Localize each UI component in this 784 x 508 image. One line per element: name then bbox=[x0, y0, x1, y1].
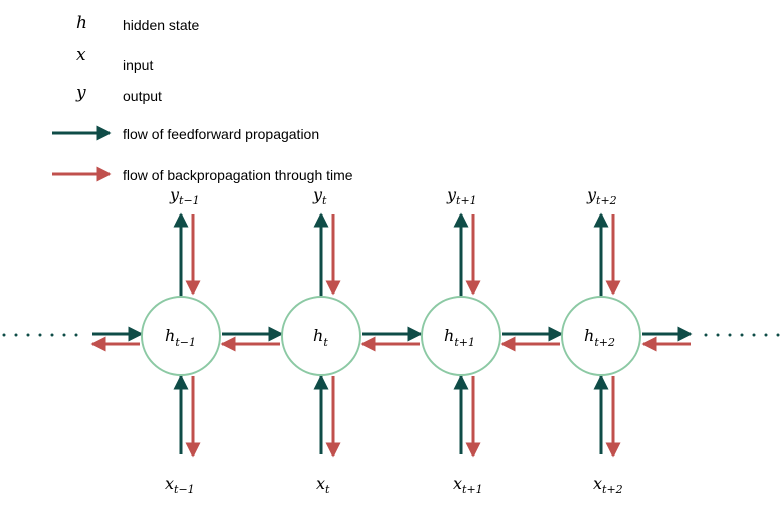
hidden-state-node-2 bbox=[281, 296, 361, 376]
horizontal-arrows bbox=[90, 326, 693, 352]
rnn-cell-3: ht+1 yt+1 xt+1 bbox=[421, 185, 501, 496]
legend-symbol-input: x bbox=[76, 45, 86, 65]
output-label-3: yt+1 bbox=[446, 185, 477, 207]
hidden-label-1: ht−1 bbox=[165, 326, 196, 349]
hidden-label-4: ht+2 bbox=[584, 326, 615, 349]
output-label-1: yt−1 bbox=[169, 185, 200, 207]
hidden-state-node-3 bbox=[421, 296, 501, 376]
legend-label-backprop: flow of backpropagation through time bbox=[123, 167, 353, 183]
input-label-4: xt+2 bbox=[593, 474, 623, 496]
output-label-4: yt+2 bbox=[586, 185, 617, 207]
input-label-1: xt−1 bbox=[165, 474, 195, 496]
legend: h hidden state x input y output flow of … bbox=[52, 13, 353, 183]
legend-label-hidden: hidden state bbox=[123, 17, 199, 33]
legend-label-feedforward: flow of feedforward propagation bbox=[123, 126, 319, 142]
input-label-2: xt bbox=[316, 474, 330, 496]
hidden-label-2: ht bbox=[313, 326, 328, 349]
rnn-cell-1: ht−1 yt−1 xt−1 bbox=[141, 185, 221, 496]
legend-symbol-output: y bbox=[75, 83, 86, 103]
legend-symbol-hidden: h bbox=[76, 13, 87, 33]
legend-label-output: output bbox=[123, 88, 162, 104]
rnn-cell-2: ht yt xt bbox=[281, 185, 361, 496]
output-label-2: yt bbox=[312, 185, 327, 207]
input-label-3: xt+1 bbox=[453, 474, 483, 496]
legend-label-input: input bbox=[123, 57, 153, 73]
hidden-state-node-1 bbox=[141, 296, 221, 376]
hidden-state-node-4 bbox=[561, 296, 641, 376]
rnn-cell-4: ht+2 yt+2 xt+2 bbox=[561, 185, 641, 496]
hidden-label-3: ht+1 bbox=[444, 326, 475, 349]
